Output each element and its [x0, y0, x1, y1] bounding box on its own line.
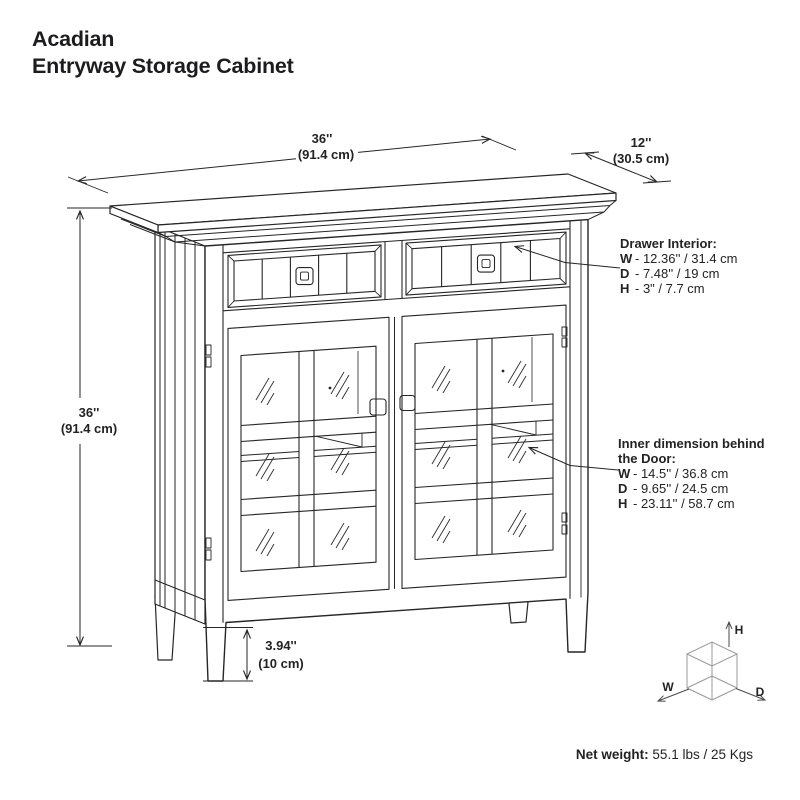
- left-door-knob: [369, 398, 387, 416]
- cabinet-top: [109, 173, 617, 247]
- cabinet-front-frame: [204, 218, 589, 682]
- door-hinges: [205, 326, 568, 561]
- drawer-height-row: H- 3" / 7.7 cm: [620, 281, 705, 296]
- door-height-row: H- 23.11'' / 58.7 cm: [618, 496, 735, 511]
- left-drawer: [227, 244, 382, 308]
- net-weight-value: 55.1 lbs / 25 Kgs: [652, 747, 753, 762]
- dimension-annotations: [67, 135, 672, 682]
- page-title: Acadian Entryway Storage Cabinet: [32, 26, 294, 80]
- drawer-width-row: W- 12.36'' / 31.4 cm: [620, 251, 738, 266]
- net-weight: Net weight: 55.1 lbs / 25 Kgs: [576, 747, 753, 762]
- leg-cm-label: (10 cm): [258, 656, 304, 671]
- height-inches-label: 36'': [79, 405, 100, 420]
- right-door-knob: [399, 394, 416, 412]
- depth-cm-label: (30.5 cm): [613, 151, 669, 166]
- drawer-callout-leader: [513, 245, 621, 269]
- depth-dimension: [570, 151, 672, 184]
- rear-left-leg: [154, 595, 177, 661]
- cube-h-label: H: [735, 623, 744, 637]
- left-door: [227, 316, 390, 601]
- dimension-cube-icon: H W D: [656, 620, 767, 702]
- door-interior-callout: Inner dimension behind the Door: W- 14.5…: [618, 436, 765, 511]
- product-name: Acadian: [32, 27, 115, 51]
- drawer-callout-heading: Drawer Interior:: [620, 236, 717, 251]
- door-callout-heading-line2: the Door:: [618, 451, 676, 466]
- interior-shelf: [240, 337, 554, 462]
- width-cm-label: (91.4 cm): [298, 147, 354, 162]
- door-depth-row: D- 9.65'' / 24.5 cm: [618, 481, 729, 496]
- door-callout-leader: [527, 446, 619, 471]
- left-drawer-knob: [295, 267, 314, 286]
- height-cm-label: (91.4 cm): [61, 421, 117, 436]
- drawer-interior-callout: Drawer Interior: W- 12.36'' / 31.4 cm D-…: [620, 236, 738, 296]
- depth-inches-label: 12'': [631, 135, 652, 150]
- drawer-depth-row: D- 7.48'' / 19 cm: [620, 266, 720, 281]
- cube-w-label: W: [662, 680, 674, 694]
- product-type: Entryway Storage Cabinet: [32, 54, 294, 78]
- height-dimension: [67, 207, 112, 647]
- width-inches-label: 36'': [312, 131, 333, 146]
- leg-inches-label: 3.94'': [265, 638, 296, 653]
- right-drawer-knob: [476, 254, 496, 273]
- cube-d-label: D: [756, 685, 765, 699]
- width-dimension: [67, 135, 517, 194]
- net-weight-label: Net weight:: [575, 747, 649, 762]
- door-width-row: W- 14.5'' / 36.8 cm: [618, 466, 729, 481]
- right-door: [401, 304, 567, 589]
- leg-height-dimension: [203, 627, 253, 682]
- right-drawer: [405, 231, 567, 296]
- door-callout-heading-line1: Inner dimension behind: [618, 436, 765, 451]
- cabinet-side-panel: [154, 225, 206, 625]
